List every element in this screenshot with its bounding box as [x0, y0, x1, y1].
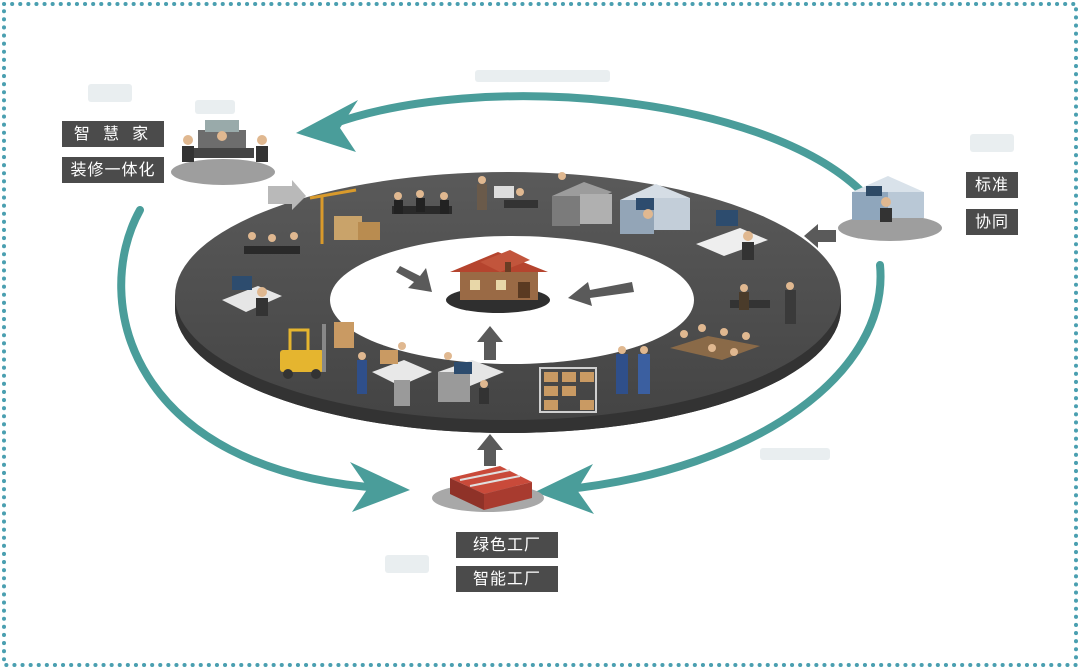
- tower-crane-icon: [309, 188, 380, 244]
- arrow-up-from-factory: [477, 434, 503, 466]
- designer-office-icon: [620, 184, 690, 234]
- arrow-up-to-house: [477, 326, 503, 360]
- office-desk-icon: [438, 352, 504, 404]
- house-icon: [446, 250, 550, 313]
- factory-icon: [432, 466, 544, 512]
- label-green-factory: 绿色工厂: [456, 532, 558, 558]
- cycle-arrows: [117, 92, 885, 494]
- architect-desk-icon: [477, 176, 538, 210]
- engineer-icon: [730, 282, 796, 324]
- label-smart-home: 智 慧 家 居: [62, 121, 164, 169]
- warehouse-shelf-icon: [539, 367, 597, 413]
- label-collaboration: 协同: [966, 209, 1018, 235]
- meeting-room-icon: [244, 232, 300, 254]
- workers-icon: [616, 346, 650, 394]
- arrow-into-house-right: [568, 282, 634, 306]
- computer-workstation-icon: [222, 276, 282, 316]
- computer-desk-icon: [696, 210, 768, 260]
- cycle-arrowheads: [296, 100, 594, 514]
- arrow-right-to-ring: [804, 224, 836, 248]
- meeting-group-icon: [171, 120, 275, 185]
- faint-background-text: [88, 70, 1014, 573]
- packers-icon: [357, 342, 432, 406]
- forklift-icon: [280, 322, 354, 379]
- designer-cubicle-icon: [838, 176, 942, 241]
- label-decoration-integration: 装修一体化: [62, 157, 164, 183]
- office-workers-icon: [392, 190, 452, 214]
- arrow-left-to-ring: [268, 180, 306, 210]
- label-smart-factory: 智能工厂: [456, 566, 558, 592]
- flow-arrows: [268, 180, 836, 466]
- label-standard: 标准: [966, 172, 1018, 198]
- arrow-into-house-left: [396, 266, 432, 292]
- meeting-table-icon: [670, 324, 760, 360]
- manager-desk-icon: [552, 172, 612, 226]
